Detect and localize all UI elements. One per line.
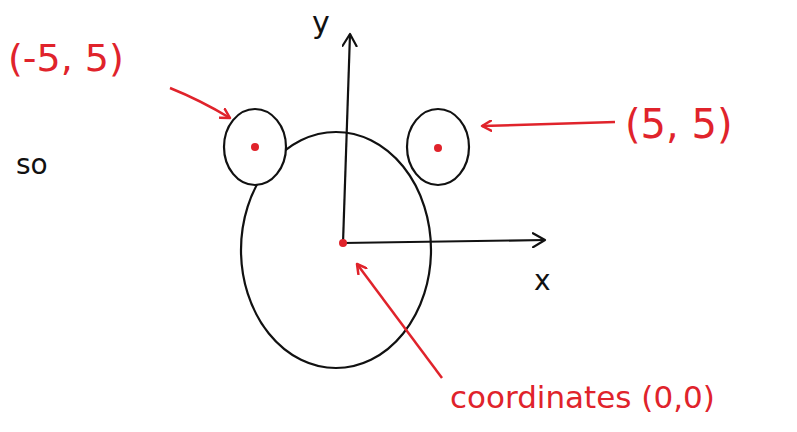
note-text: so — [16, 150, 48, 181]
pointer-arrow — [170, 88, 230, 118]
point — [434, 144, 442, 152]
pointer-arrow — [357, 264, 442, 378]
origin-point — [339, 239, 347, 247]
axis-label: x — [534, 266, 551, 297]
y-axis — [343, 34, 350, 243]
axis-label: y — [312, 6, 330, 39]
left-ear — [224, 109, 286, 185]
origin-label: coordinates (0,0) — [450, 380, 715, 414]
right-ear — [407, 109, 469, 185]
coordinate-label: (-5, 5) — [8, 38, 124, 80]
coordinate-label: (5, 5) — [625, 102, 733, 146]
x-axis — [343, 240, 545, 243]
pointer-arrow — [482, 122, 615, 126]
point — [251, 143, 259, 151]
